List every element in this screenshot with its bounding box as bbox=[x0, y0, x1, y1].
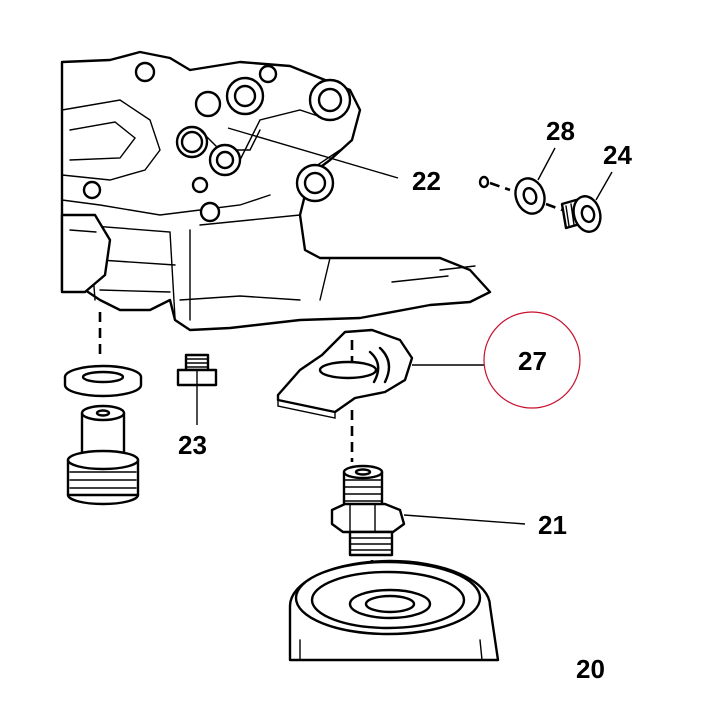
drain-plug bbox=[66, 404, 140, 506]
part-label-27: 27 bbox=[518, 346, 547, 376]
threaded-adapter-21 bbox=[330, 464, 526, 557]
part-label-22: 22 bbox=[412, 166, 441, 196]
oil-filter bbox=[288, 559, 500, 662]
part-label-28: 28 bbox=[546, 116, 575, 146]
part-label-23: 23 bbox=[178, 430, 207, 460]
drain-washer bbox=[63, 312, 143, 398]
part-label-cropped: 20 bbox=[576, 654, 605, 684]
small-pin bbox=[478, 175, 490, 189]
washer-28 bbox=[489, 147, 563, 215]
part-label-21: 21 bbox=[538, 510, 567, 540]
highlight-circle bbox=[483, 311, 581, 409]
part-label-24: 24 bbox=[603, 140, 632, 170]
bolt-23 bbox=[176, 353, 218, 425]
bracket-plate-27 bbox=[276, 328, 484, 419]
engine-housing bbox=[60, 50, 492, 332]
bolt-24 bbox=[560, 171, 613, 233]
leader-22 bbox=[227, 127, 399, 179]
